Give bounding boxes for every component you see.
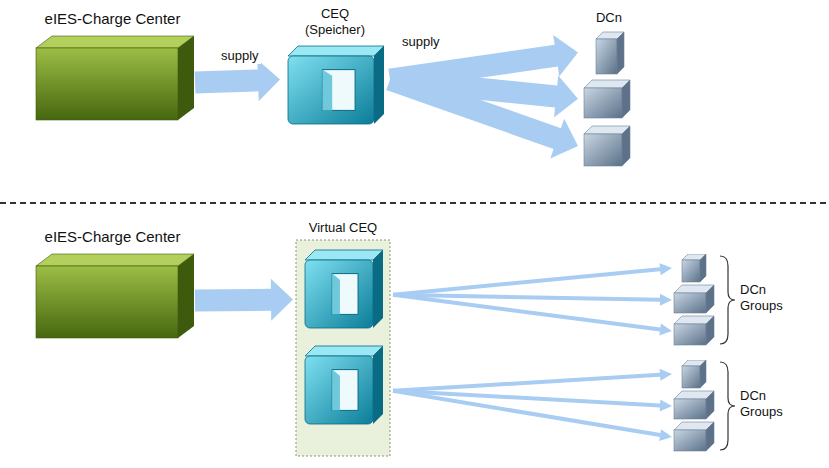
dashed-separator: [0, 202, 829, 204]
node-label: eIES-Charge Center: [45, 228, 181, 247]
box-front: [288, 56, 374, 124]
box-opening-shade: [332, 274, 340, 315]
consumer-group: DCn Groups: [672, 360, 812, 454]
cube-front: [596, 39, 617, 74]
flow-arrow: [195, 59, 280, 101]
group-brace: [720, 362, 735, 450]
box-opening: [322, 70, 355, 111]
cube-side: [706, 422, 714, 451]
cube-side: [700, 254, 706, 282]
flow-arrow: [389, 69, 578, 118]
box-top: [305, 346, 383, 356]
cube-front: [674, 324, 706, 345]
box-opening-shade: [322, 70, 332, 111]
cube-front: [682, 366, 700, 388]
consumer-group: DCn: [578, 8, 640, 173]
consumer-group: DCn Groups: [672, 254, 812, 348]
flow-arrow: [195, 279, 293, 321]
box-opening: [332, 370, 358, 411]
cube-side: [700, 360, 706, 388]
box-front: [305, 356, 373, 424]
box-side: [374, 46, 384, 124]
box-top: [36, 36, 194, 48]
box-top: [288, 46, 384, 56]
cube-front: [674, 399, 706, 419]
node-label: eIES-Charge Center: [45, 10, 181, 29]
box-top: [36, 254, 194, 266]
fan-arrow: [393, 263, 672, 297]
box-top: [305, 250, 383, 260]
cube-front: [682, 260, 700, 282]
edge-label: supply: [219, 48, 261, 64]
box-side: [373, 250, 383, 328]
cube-side: [622, 126, 630, 166]
cube-side: [706, 316, 714, 345]
fan-arrow: [393, 369, 672, 393]
cube-front: [674, 293, 706, 313]
virtual-storage: Virtual CEQ: [293, 218, 393, 458]
virtual-storage-shape: [293, 218, 393, 458]
group-brace: [720, 256, 735, 344]
cube-front: [584, 88, 622, 118]
fan-arrow: [386, 69, 578, 158]
fan-arrow: [393, 389, 672, 441]
cube-front: [674, 430, 706, 451]
box-side: [178, 254, 194, 338]
charge-center: eIES-Charge Center: [30, 8, 195, 128]
box-opening: [332, 274, 358, 315]
box-side: [373, 346, 383, 424]
virtual-panel: [296, 240, 390, 456]
edge-label: supply: [400, 34, 442, 50]
node-label: DCn Groups: [740, 282, 798, 315]
charge-center: eIES-Charge Center: [30, 226, 195, 346]
fan-arrow: [393, 293, 672, 336]
node-label: DCn: [596, 10, 622, 26]
node-label: CEQ (Speicher): [297, 6, 373, 39]
box-opening-shade: [332, 370, 340, 411]
cube-side: [617, 32, 624, 74]
flow-arrow: [393, 389, 672, 412]
cube-front: [584, 134, 622, 166]
box-front: [305, 260, 373, 328]
storage-box: CEQ (Speicher): [280, 4, 390, 126]
box-front: [36, 266, 178, 338]
node-label: DCn Groups: [740, 388, 798, 421]
box-front: [36, 48, 178, 120]
box-side: [178, 36, 194, 120]
node-label: Virtual CEQ: [309, 220, 377, 236]
flow-arrow: [393, 293, 672, 306]
cube-side: [706, 285, 714, 313]
cube-side: [706, 391, 714, 419]
cube-side: [622, 80, 630, 118]
consumer-group-shape: [578, 8, 640, 173]
